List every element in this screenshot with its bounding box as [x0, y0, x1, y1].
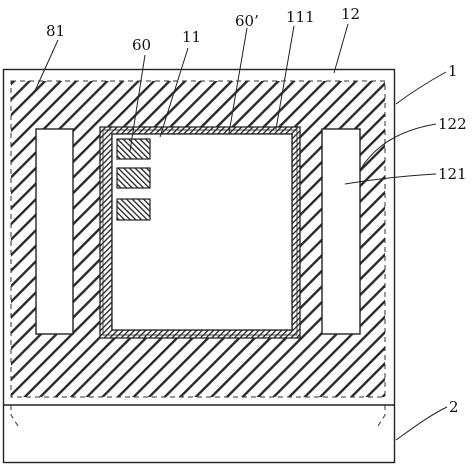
slot-right [321, 128, 361, 335]
leader-60 [129, 54, 146, 152]
dashed-outline [10, 80, 386, 398]
pad [116, 198, 151, 221]
label-1: 1 [448, 62, 458, 80]
label-11: 11 [182, 28, 201, 46]
pad [116, 138, 151, 160]
leader-11 [159, 47, 189, 138]
label-122: 122 [438, 115, 467, 133]
ring-outer-edge [102, 129, 298, 336]
leader-60-prime [228, 27, 248, 134]
label-12: 12 [341, 5, 360, 23]
leader-12 [333, 23, 349, 74]
dashed-extension-right [377, 405, 386, 427]
dashed-extension-left [10, 405, 19, 427]
leader-2 [395, 406, 448, 441]
leader-111 [275, 25, 295, 130]
leader-1 [395, 71, 447, 105]
label-111: 111 [286, 8, 315, 26]
label-121: 121 [438, 165, 467, 183]
label-2: 2 [449, 398, 459, 416]
label-60: 60 [132, 36, 151, 54]
pad [116, 167, 151, 189]
slot-left [35, 128, 74, 335]
label-60-prime: 60’ [235, 12, 259, 30]
chip [111, 133, 293, 331]
leader-121 [344, 173, 437, 185]
leader-81 [33, 39, 59, 94]
label-81: 81 [46, 22, 65, 40]
leader-122 [359, 123, 437, 171]
